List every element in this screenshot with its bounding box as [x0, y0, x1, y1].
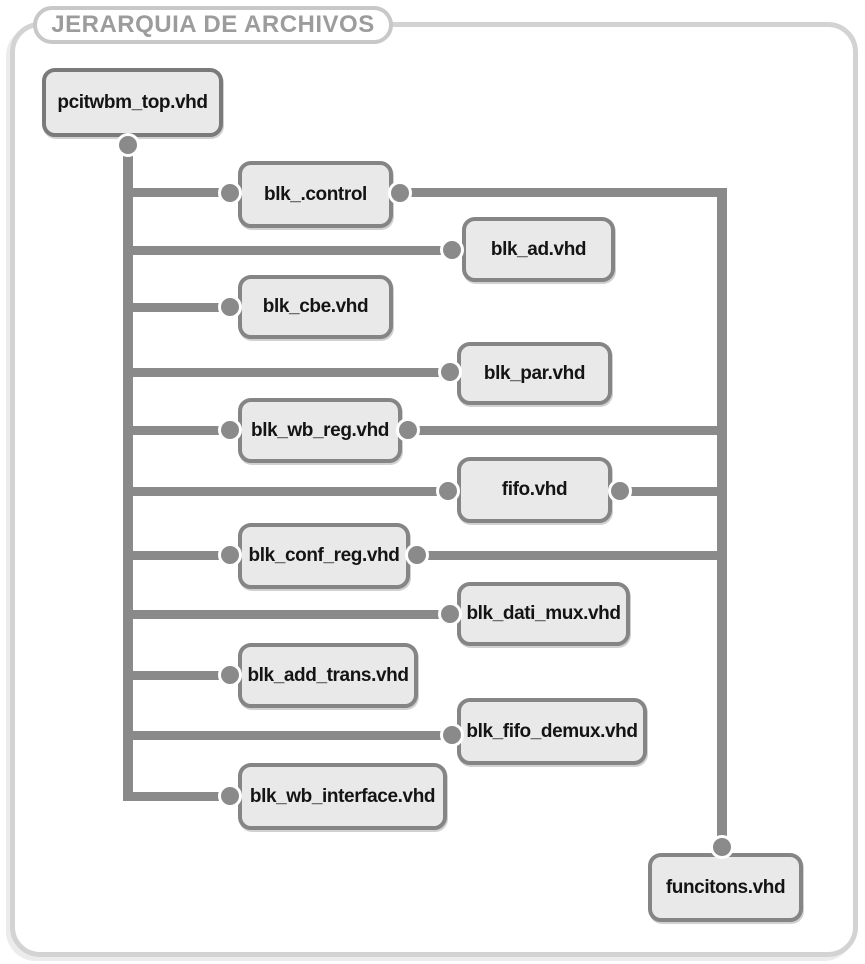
connector-trunk-right: [717, 189, 727, 847]
connector-line: [125, 731, 452, 740]
diagram-title-pill: JERARQUIA DE ARCHIVOS: [33, 6, 393, 44]
connector-dot: [218, 181, 242, 205]
connector-line: [125, 671, 232, 680]
connector-dot: [218, 784, 242, 808]
connector-dot: [436, 479, 460, 503]
connector-dot: [388, 181, 412, 205]
node-blk-par: blk_par.vhd: [457, 342, 612, 405]
connector-dot: [438, 602, 462, 626]
node-label: fifo.vhd: [501, 479, 568, 500]
node-blk-ad: blk_ad.vhd: [462, 217, 615, 282]
node-blk-control: blk_.control: [238, 161, 393, 228]
connector-line: [125, 792, 232, 801]
node-blk-fifo-demux: blk_fifo_demux.vhd: [457, 698, 647, 765]
node-blk-wb-reg: blk_wb_reg.vhd: [238, 398, 402, 463]
connector-line: [404, 426, 727, 435]
node-blk-dati-mux: blk_dati_mux.vhd: [457, 582, 630, 646]
connector-line: [125, 368, 452, 377]
node-label: blk_par.vhd: [483, 362, 586, 384]
node-label: funcitons.vhd: [665, 876, 786, 898]
node-label: blk_add_trans.vhd: [247, 664, 409, 686]
node-label: blk_wb_reg.vhd: [251, 419, 389, 441]
connector-dot: [218, 543, 242, 567]
connector-line: [125, 551, 232, 560]
connector-dot: [405, 543, 429, 567]
connector-dot: [218, 295, 242, 319]
connector-line: [125, 487, 452, 496]
node-funcitons: funcitons.vhd: [648, 853, 803, 922]
connector-line: [413, 551, 727, 560]
node-label: blk_dati_mux.vhd: [466, 603, 621, 624]
node-blk-cbe: blk_cbe.vhd: [238, 275, 393, 339]
node-blk-wb-interface: blk_wb_interface.vhd: [238, 763, 447, 830]
connector-dot: [116, 133, 140, 157]
connector-dot: [218, 418, 242, 442]
connector-trunk-left: [123, 140, 133, 801]
connector-line: [125, 610, 452, 619]
connector-dot: [438, 360, 462, 384]
node-label: blk_cbe.vhd: [262, 296, 369, 317]
connector-dot: [396, 418, 420, 442]
connector-line: [614, 487, 727, 496]
node-blk-add-trans: blk_add_trans.vhd: [238, 643, 418, 708]
node-blk-conf-reg: blk_conf_reg.vhd: [238, 523, 410, 589]
connector-dot: [608, 479, 632, 503]
connector-line: [125, 188, 232, 197]
node-label: blk_ad.vhd: [490, 238, 587, 260]
connector-line: [396, 188, 727, 197]
node-pcitwbm-top: pcitwbm_top.vhd: [42, 68, 223, 137]
connector-dot: [440, 238, 464, 262]
connector-line: [125, 303, 232, 312]
connector-dot: [218, 663, 242, 687]
connector-dot: [440, 723, 464, 747]
node-label: blk_fifo_demux.vhd: [466, 720, 638, 742]
diagram-panel: [10, 22, 858, 957]
node-label: blk_.control: [264, 183, 367, 205]
node-label: blk_conf_reg.vhd: [248, 545, 400, 566]
node-fifo: fifo.vhd: [457, 457, 612, 523]
diagram-title: JERARQUIA DE ARCHIVOS: [51, 11, 375, 38]
connector-dot: [710, 835, 734, 859]
node-label: pcitwbm_top.vhd: [57, 91, 208, 113]
node-label: blk_wb_interface.vhd: [249, 785, 436, 807]
connector-line: [125, 246, 455, 255]
connector-line: [125, 426, 232, 435]
